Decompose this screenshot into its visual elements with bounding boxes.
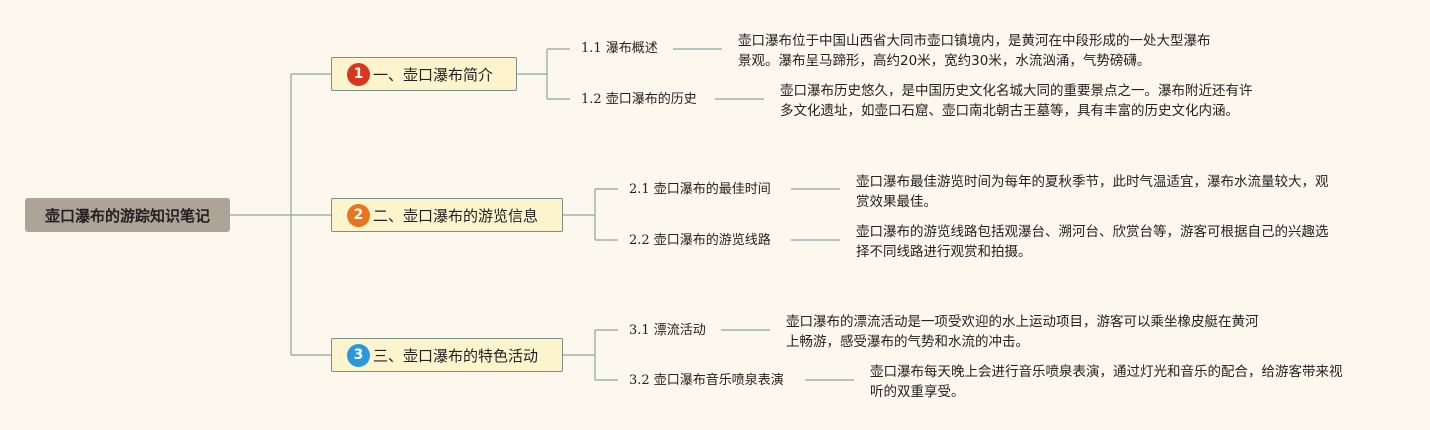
branch-topic-activities[interactable]: 3 三、壶口瀑布的特色活动 bbox=[331, 338, 563, 372]
number-1-icon: 1 bbox=[347, 62, 370, 86]
root-topic[interactable]: 壶口瀑布的游踪知识笔记 bbox=[25, 198, 230, 232]
subtopic-best-time[interactable]: 2.1 壶口瀑布的最佳时间 bbox=[629, 182, 771, 197]
desc-line: 壶口瀑布的漂流活动是一项受欢迎的水上运动项目，游客可以乘坐橡皮艇在黄河 bbox=[786, 314, 1259, 330]
root-topic-label: 壶口瀑布的游踪知识笔记 bbox=[44, 206, 210, 225]
desc-line: 壶口瀑布的游览线路包括观瀑台、溯河台、欣赏台等，游客可根据自己的兴趣选 bbox=[856, 224, 1329, 240]
number-3-icon: 3 bbox=[347, 343, 370, 367]
desc-line: 壶口瀑布历史悠久，是中国历史文化名城大同的重要景点之一。瀑布附近还有许 bbox=[780, 83, 1253, 99]
desc-line: 听的双重享受。 bbox=[870, 384, 965, 400]
subtopic-history[interactable]: 1.2 壶口瀑布的历史 bbox=[581, 92, 697, 107]
subtopic-fountain-show-desc: 壶口瀑布每天晚上会进行音乐喷泉表演，通过灯光和音乐的配合，给游客带来视 听的双重… bbox=[870, 362, 1343, 402]
desc-line: 壶口瀑布最佳游览时间为每年的夏秋季节，此时气温适宜，瀑布水流量较大，观 bbox=[856, 174, 1329, 190]
branch-topic-visit-info[interactable]: 2 二、壶口瀑布的游览信息 bbox=[331, 198, 563, 232]
subtopic-fountain-show[interactable]: 3.2 壶口瀑布音乐喷泉表演 bbox=[629, 373, 784, 388]
desc-line: 赏效果最佳。 bbox=[856, 194, 937, 210]
subtopic-overview-desc: 壶口瀑布位于中国山西省大同市壶口镇境内，是黄河在中段形成的一处大型瀑布 景观。瀑… bbox=[738, 31, 1211, 71]
desc-line: 壶口瀑布位于中国山西省大同市壶口镇境内，是黄河在中段形成的一处大型瀑布 bbox=[738, 33, 1211, 49]
branch-topic-intro[interactable]: 1 一、壶口瀑布简介 bbox=[331, 57, 517, 91]
branch-topic-label: 三、壶口瀑布的特色活动 bbox=[373, 346, 539, 365]
subtopic-rafting-desc: 壶口瀑布的漂流活动是一项受欢迎的水上运动项目，游客可以乘坐橡皮艇在黄河 上畅游，… bbox=[786, 312, 1259, 352]
desc-line: 多文化遗址，如壶口石窟、壶口南北朝古王墓等，具有丰富的历史文化内涵。 bbox=[780, 103, 1239, 119]
desc-line: 上畅游，感受瀑布的气势和水流的冲击。 bbox=[786, 334, 1029, 350]
branch-topic-label: 二、壶口瀑布的游览信息 bbox=[373, 206, 539, 225]
subtopic-rafting[interactable]: 3.1 漂流活动 bbox=[629, 323, 706, 338]
desc-line: 择不同线路进行观赏和拍摄。 bbox=[856, 244, 1032, 260]
subtopic-routes[interactable]: 2.2 壶口瀑布的游览线路 bbox=[629, 233, 771, 248]
subtopic-best-time-desc: 壶口瀑布最佳游览时间为每年的夏秋季节，此时气温适宜，瀑布水流量较大，观 赏效果最… bbox=[856, 172, 1329, 212]
branch-topic-label: 一、壶口瀑布简介 bbox=[373, 65, 494, 84]
subtopic-overview[interactable]: 1.1 瀑布概述 bbox=[581, 41, 658, 56]
number-2-icon: 2 bbox=[347, 203, 370, 227]
subtopic-routes-desc: 壶口瀑布的游览线路包括观瀑台、溯河台、欣赏台等，游客可根据自己的兴趣选 择不同线… bbox=[856, 222, 1329, 262]
desc-line: 壶口瀑布每天晚上会进行音乐喷泉表演，通过灯光和音乐的配合，给游客带来视 bbox=[870, 364, 1343, 380]
desc-line: 景观。瀑布呈马蹄形，高约20米，宽约30米，水流汹涌，气势磅礴。 bbox=[738, 53, 1151, 69]
subtopic-history-desc: 壶口瀑布历史悠久，是中国历史文化名城大同的重要景点之一。瀑布附近还有许 多文化遗… bbox=[780, 81, 1253, 121]
